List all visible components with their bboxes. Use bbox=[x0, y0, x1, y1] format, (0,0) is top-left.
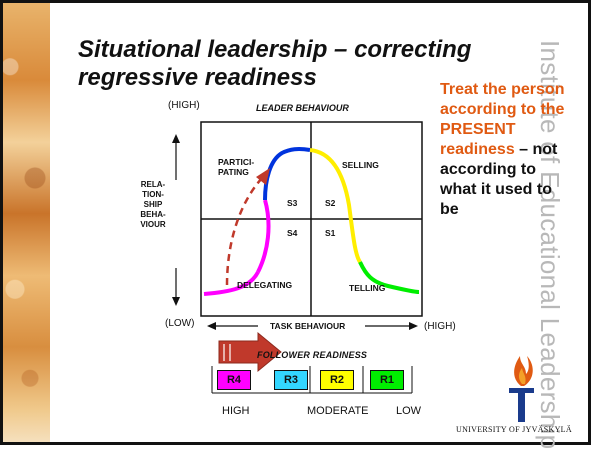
axis-left-arrowhead bbox=[207, 322, 216, 330]
curve-segment-blue bbox=[263, 147, 311, 201]
readiness-box-r3: R3 bbox=[274, 370, 308, 390]
regression-dashed-arrow bbox=[225, 177, 263, 286]
note-rest: – not according to what it used to be bbox=[440, 141, 558, 218]
readiness-shift-arrow bbox=[218, 331, 282, 373]
decorative-leaf-strip bbox=[0, 0, 50, 445]
task-behaviour-label: TASK BEHAVIOUR bbox=[270, 321, 346, 331]
curve-segment-green bbox=[358, 261, 420, 294]
university-logo-text: UNIVERSITY OF JYVÄSKYLÄ bbox=[456, 425, 572, 434]
slide-title: Situational leadership – correcting regr… bbox=[78, 36, 472, 91]
readiness-box-r4: R4 bbox=[217, 370, 251, 390]
relationship-behaviour-label: RELA-TION-SHIP BEHA-VIOUR bbox=[140, 180, 166, 229]
curve-segment-yellow bbox=[309, 148, 362, 264]
scale-moderate: MODERATE bbox=[307, 405, 369, 417]
quadrant-delegating: DELEGATING bbox=[237, 280, 293, 290]
leader-behaviour-label: LEADER BEHAVIOUR bbox=[256, 103, 349, 113]
curve-segment-magenta-upper bbox=[256, 199, 271, 273]
guidance-note: Treat the person according to the PRESEN… bbox=[440, 80, 570, 220]
readiness-box-r1: R1 bbox=[370, 370, 404, 390]
curve-segment-magenta bbox=[203, 270, 260, 296]
style-s1: S1 bbox=[325, 228, 336, 238]
style-s3: S3 bbox=[287, 198, 298, 208]
vertical-low-label: (LOW) bbox=[165, 318, 195, 329]
axis-up-arrowhead bbox=[172, 134, 180, 143]
quadrant-selling: SELLING bbox=[342, 160, 379, 170]
regression-arrowhead bbox=[256, 168, 270, 185]
vertical-high-label: (HIGH) bbox=[168, 100, 200, 111]
quadrant-participating: PARTICI-PATING bbox=[218, 157, 255, 177]
note-emphasis: Treat the person according to the PRESEN… bbox=[440, 81, 565, 158]
readiness-box-r2: R2 bbox=[320, 370, 354, 390]
axis-right-arrowhead bbox=[409, 322, 418, 330]
task-high-label: (HIGH) bbox=[424, 321, 456, 332]
axis-down-arrowhead bbox=[172, 297, 180, 306]
style-s4: S4 bbox=[287, 228, 298, 238]
scale-low: LOW bbox=[396, 405, 422, 417]
quadrant-telling: TELLING bbox=[349, 283, 386, 293]
follower-readiness-label: FOLLOWER READINESS bbox=[257, 350, 368, 360]
scale-high: HIGH bbox=[222, 405, 250, 417]
torch-flame-icon bbox=[509, 356, 534, 422]
style-s2: S2 bbox=[325, 198, 336, 208]
